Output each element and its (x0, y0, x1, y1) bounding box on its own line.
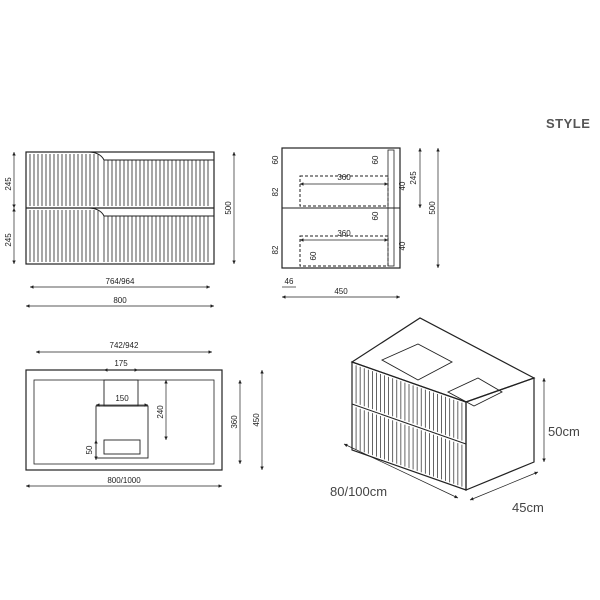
top-dim-450: 450 (252, 413, 261, 427)
iso-flutes (355, 365, 463, 487)
side-dim-450: 450 (334, 287, 348, 296)
side-dim-60-b: 60 (371, 155, 380, 164)
iso-basin-right (446, 377, 503, 407)
top-dim-360: 360 (230, 415, 239, 429)
side-section (281, 147, 440, 299)
top-dim-742: 742/942 (110, 341, 139, 350)
front-flutes (29, 154, 209, 262)
front-dim-245-bottom: 245 (4, 233, 13, 247)
iso-dim-height: 50cm (548, 424, 580, 439)
front-handle-bottom (87, 207, 214, 217)
side-dim-82-bottom: 82 (271, 245, 280, 254)
style-label: STYLE (546, 116, 591, 131)
side-dimensions: 60 60 360 82 40 60 245 500 360 82 40 60 … (271, 155, 437, 296)
iso-top-face (350, 317, 536, 403)
top-view (25, 350, 264, 488)
side-dim-360-bottom: 360 (337, 229, 351, 238)
side-dim-60-bottom: 60 (309, 251, 318, 260)
side-dim-46: 46 (285, 277, 294, 286)
side-dim-40-bottom: 40 (398, 241, 407, 250)
front-dim-800: 800 (113, 296, 127, 305)
side-dim-60-a: 60 (271, 155, 280, 164)
iso-side-face (465, 377, 535, 491)
top-dim-50: 50 (85, 445, 94, 454)
iso-dimensions: 50cm 80/100cm 45cm (330, 424, 580, 515)
top-dim-150: 150 (115, 394, 129, 403)
side-dim-500: 500 (428, 201, 437, 215)
side-dim-60-mid: 60 (371, 211, 380, 220)
iso-view (343, 317, 546, 501)
front-dim-245-top: 245 (4, 177, 13, 191)
top-tray-slot (103, 439, 141, 455)
top-inner (33, 379, 215, 465)
top-body (25, 369, 223, 471)
front-dim-500: 500 (224, 201, 233, 215)
top-dim-240: 240 (156, 405, 165, 419)
front-handle-top (87, 151, 214, 161)
top-dim-800: 800/1000 (107, 476, 141, 485)
side-dim-82-top: 82 (271, 187, 280, 196)
top-dim-175: 175 (114, 359, 128, 368)
front-dim-764: 764/964 (106, 277, 135, 286)
iso-dim-width: 80/100cm (330, 484, 387, 499)
iso-dim-depth: 45cm (512, 500, 544, 515)
side-dim-360-top: 360 (337, 173, 351, 182)
front-view: 245 245 500 764/964 800 (4, 151, 236, 308)
side-dim-245: 245 (409, 171, 418, 185)
top-dimensions: 742/942 175 150 240 50 360 450 800/1000 (85, 341, 261, 485)
side-back-panel (387, 149, 395, 267)
side-tray-bottom (299, 235, 389, 267)
side-dim-40-top: 40 (398, 181, 407, 190)
iso-basin-left (380, 343, 453, 381)
